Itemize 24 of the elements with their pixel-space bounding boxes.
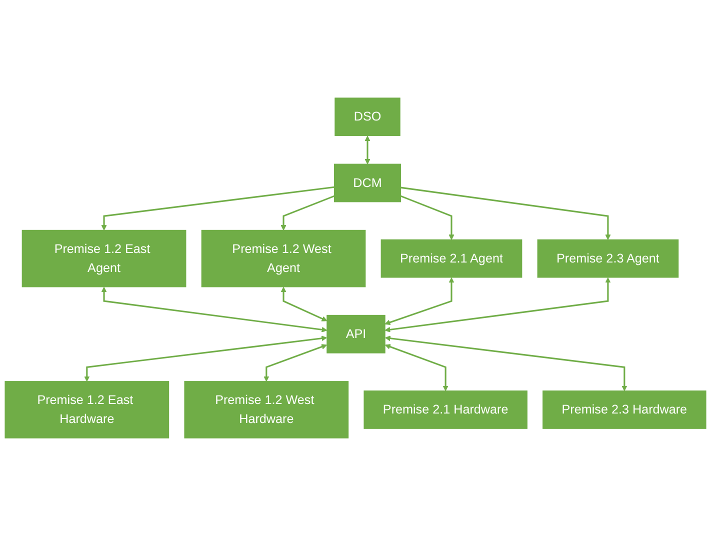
arrow: [101, 186, 334, 230]
arrow: [280, 286, 328, 322]
arrow: [384, 277, 454, 326]
arrow: [264, 344, 327, 382]
node-box: Premise 1.2 East Agent: [22, 230, 186, 288]
node-box: Premise 2.3 Hardware: [542, 390, 706, 429]
arrow: [384, 277, 611, 332]
node-box: Premise 1.2 West Agent: [201, 230, 366, 288]
node-box: Premise 2.1 Agent: [380, 239, 522, 278]
node-box: API: [326, 314, 386, 354]
node-box: DSO: [334, 98, 400, 136]
arrow: [400, 186, 611, 240]
node-box: Premise 1.2 West Hardware: [184, 381, 349, 438]
node-box: Premise 1.2 East Hardware: [4, 381, 170, 438]
arrow: [101, 286, 328, 332]
node-box: Premise 2.1 Hardware: [364, 390, 528, 429]
arrow: [280, 195, 335, 230]
node-box: DCM: [334, 164, 402, 202]
arrow: [385, 344, 448, 392]
arrow: [364, 136, 370, 164]
arrow: [385, 336, 628, 392]
node-box: Premise 2.3 Agent: [537, 239, 679, 278]
arrow: [84, 336, 327, 382]
arrow: [400, 195, 454, 240]
